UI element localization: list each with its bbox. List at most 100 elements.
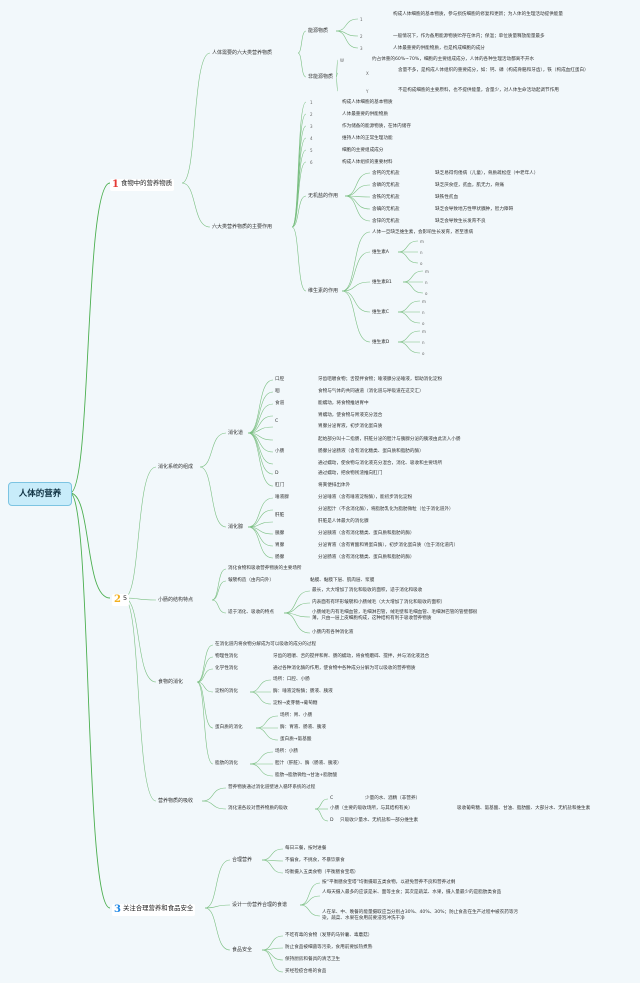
- absorption-by-segment[interactable]: 消化道各段对营养物质的吸收: [228, 806, 288, 811]
- connector-line: [204, 904, 231, 909]
- connector-line: [247, 521, 274, 528]
- section-1-number: 1: [112, 179, 119, 190]
- intestine-item-1: 消化食物和吸收营养物质的主要场所: [228, 566, 302, 571]
- role-2: 人体最重要的供能物质: [342, 112, 388, 117]
- connector-line: [261, 949, 284, 973]
- connector-line: [247, 403, 274, 434]
- physical-digestion-desc: 牙齿的咀嚼、舌的搅拌和胃、肠的蠕动，将食物磨碎、搅拌，并与消化液混合: [273, 654, 430, 659]
- vit-a-o: o: [420, 261, 423, 266]
- role-4: 维持人体的正常生理功能: [342, 136, 393, 141]
- inorganic-salts[interactable]: 无机盐的作用: [308, 193, 339, 199]
- mineral-name-1: 含钙的无机盐: [372, 171, 400, 176]
- connector-line: [341, 231, 371, 292]
- vitamin-a[interactable]: 维生素A: [372, 250, 389, 255]
- vitamin-d[interactable]: 维生素D: [372, 340, 390, 345]
- connector-line: [196, 681, 214, 765]
- fat-item-1: 场所：小肠: [275, 749, 298, 754]
- protein-digestion[interactable]: 蛋白质的消化: [215, 725, 243, 730]
- connector-line: [255, 727, 279, 741]
- role-num-1: 1: [310, 100, 313, 105]
- tract-name-2: 咽: [275, 389, 280, 394]
- connector-line: [261, 947, 284, 951]
- tract-desc-7: 肠腺分泌肠液（含有消化糖类、蛋白质和脂肪的酶）: [318, 449, 424, 454]
- num-3: 3: [360, 46, 363, 51]
- connector-line: [344, 195, 371, 210]
- connector-line: [402, 281, 424, 294]
- role-num-2: 2: [310, 112, 313, 117]
- connector-line: [247, 432, 274, 475]
- starch-item-2: 酶：唾液淀粉酶；肠液、胰液: [273, 689, 333, 694]
- protein-item-1: 场所：胃、小肠: [280, 713, 313, 718]
- digestive-glands[interactable]: 消化腺: [228, 524, 244, 530]
- connector-line: [69, 492, 111, 909]
- design-recipe[interactable]: 设计一份营养合理的食谱: [232, 902, 288, 908]
- mineral-name-3: 含铁的无机盐: [372, 195, 400, 200]
- tract-name-1: 口腔: [275, 377, 285, 382]
- reasonable-item-1: 每日三餐，按时进餐: [285, 846, 327, 851]
- physical-digestion[interactable]: 物理性消化: [215, 654, 238, 659]
- connector-line: [196, 668, 214, 683]
- starch-digestion[interactable]: 淀粉的消化: [215, 689, 238, 694]
- reasonable-item-3: 均衡摄入五类食物（平衡膳食宝塔）: [285, 870, 359, 875]
- vit-d-o: o: [422, 351, 425, 356]
- absorb-desc-1: 少量的水、酒精（非营养）: [365, 796, 421, 801]
- fat-item-2: 胆汁（肝脏）、酶（肠液、胰液）: [275, 761, 342, 766]
- connector-line: [204, 859, 231, 909]
- intestine-item-3[interactable]: 适于消化、吸收的特点: [228, 610, 274, 615]
- starch-item-3: 淀粉→麦芽糖→葡萄糖: [273, 701, 318, 706]
- gland-desc-6: 分泌肠液（含有消化糖类、蛋白质和脂肪的酶）: [318, 555, 415, 560]
- vitamin-c[interactable]: 维生素C: [372, 310, 389, 315]
- intestine-item-2[interactable]: 皱襞构造（由内向外）: [228, 578, 274, 583]
- role-6: 构成人体组织的重要材料: [342, 160, 393, 165]
- tract-desc-8: 通过蠕动，使食物与消化液充分混合，消化、吸收和主要场所: [318, 461, 443, 466]
- absorb-desc-2: 吸收葡萄糖、氨基酸、甘油、脂肪酸、大部分水、无机盐和维生素: [457, 806, 591, 811]
- root-node[interactable]: 人体的营养: [8, 482, 72, 506]
- chemical-digestion-desc: 通过各种消化酶的作用，使食物中各种成分分解为可以吸收的营养物质: [273, 666, 416, 671]
- food-digestion[interactable]: 食物的消化: [158, 679, 184, 685]
- connector-line: [299, 904, 321, 917]
- gland-desc-4: 分泌胰液（含有消化糖类、蛋白质和脂肪的酶）: [318, 531, 415, 536]
- vitamin-b1[interactable]: 维生素B1: [372, 280, 392, 285]
- gland-name-1: 唾液腺: [275, 495, 289, 500]
- vitamin-intro: 人体一旦缺乏维生素，会影响生长发育，甚至患病: [372, 230, 474, 235]
- connector-line: [211, 599, 227, 614]
- adapt-item-3: 小肠绒毛内有毛细血管，毛细淋巴管，绒毛壁和毛细血管、毛细淋巴管的管壁都很薄，只由…: [312, 610, 478, 621]
- digestive-tract[interactable]: 消化道: [228, 430, 244, 436]
- vit-b-n: n: [425, 280, 428, 285]
- main-roles[interactable]: 六大类营养物质的主要作用: [212, 224, 273, 230]
- mineral-desc-5: 缺乏会导致生长发育不良: [435, 219, 486, 224]
- role-5: 细胞的主要组成成分: [342, 148, 384, 153]
- six-basic-nutrients[interactable]: 人体需要的六大类营养物质: [212, 50, 273, 56]
- chemical-digestion[interactable]: 化学性消化: [215, 666, 238, 671]
- section-1-label: 食物中的营养物质: [120, 179, 173, 187]
- digestive-system[interactable]: 消化系统的组成: [158, 464, 194, 470]
- non-energy-item-2: 含量不多，是构成人体组织的重要成分，如：钙、磷（构成骨骼和牙齿），铁（构成血红蛋…: [398, 68, 589, 73]
- vit-c-n: n: [422, 310, 425, 315]
- tract-desc-5: 胃腺分泌胃液，初步消化蛋白质: [318, 424, 383, 429]
- connector-line: [204, 907, 231, 951]
- nutrient-absorption[interactable]: 营养物质的吸收: [158, 798, 194, 804]
- connector-line: [283, 602, 311, 614]
- connector-line: [196, 644, 214, 683]
- tract-name-9: D: [275, 471, 279, 476]
- small-intestine-features[interactable]: 小肠的结构特点: [158, 597, 194, 603]
- connector-line: [299, 882, 321, 906]
- vit-b-m: m: [425, 269, 429, 274]
- reasonable-nutrition[interactable]: 合理营养: [232, 857, 253, 863]
- energy-substances[interactable]: 能源物质: [308, 28, 329, 34]
- num-2: 2: [360, 34, 363, 39]
- tract-desc-4: 胃蠕动，使食物与胃液充分混合: [318, 413, 383, 418]
- gland-desc-2: 分泌胆汁（不含消化酶），将脂肪乳化为脂肪微粒（位于消化道外）: [318, 507, 454, 512]
- num-1: 1: [360, 17, 363, 22]
- connector-line: [397, 300, 421, 313]
- vitamins[interactable]: 维生素的作用: [308, 288, 339, 294]
- non-energy-substances[interactable]: 非能源物质: [308, 74, 334, 80]
- connector-line: [335, 76, 339, 92]
- food-safety[interactable]: 食品安全: [232, 947, 253, 953]
- fat-digestion[interactable]: 脂肪的消化: [215, 761, 238, 766]
- connector-line: [181, 52, 211, 184]
